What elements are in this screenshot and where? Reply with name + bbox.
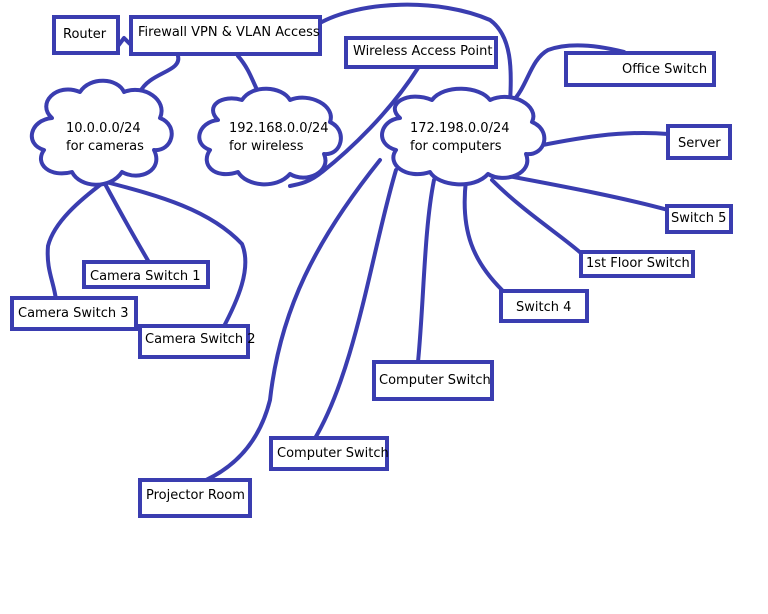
node-camera-switch-2: Camera Switch 2	[138, 324, 256, 359]
link-firewall-computers-cloud	[316, 2, 513, 104]
node-switch4: Switch 4	[499, 289, 589, 323]
link-firewall-cameras-cloud	[138, 54, 181, 94]
link-computer-switch-b	[312, 168, 398, 442]
node-1st-floor-switch: 1st Floor Switch	[579, 250, 695, 278]
link-camera-switch-3	[45, 180, 106, 302]
node-server: Server	[666, 124, 732, 160]
svg-text:Camera Switch 3: Camera Switch 3	[18, 306, 129, 321]
svg-text:1st Floor Switch: 1st Floor Switch	[586, 256, 690, 271]
svg-text:Camera Switch 2: Camera Switch 2	[145, 332, 256, 347]
node-switch5: Switch 5	[665, 204, 733, 234]
cloud-cameras-line2: for cameras	[66, 139, 144, 154]
node-projector-room: Projector Room	[138, 478, 252, 518]
cloud-computers-line1: 172.198.0.0/24	[410, 121, 510, 136]
link-wap-wireless-cloud	[288, 66, 420, 188]
link-camera-switch-2	[104, 180, 248, 332]
link-computer-switch-a	[416, 178, 436, 364]
node-router: Router	[52, 15, 120, 55]
link-1st-floor-switch	[490, 178, 584, 256]
svg-text:Switch 5: Switch 5	[671, 211, 726, 226]
link-switch5	[506, 174, 670, 212]
cloud-cameras: 10.0.0.0/24 for cameras	[29, 78, 174, 187]
svg-text:Wireless Access Point: Wireless Access Point	[353, 44, 492, 59]
node-computer-switch-a: Computer Switch	[372, 360, 494, 401]
node-wireless-access-point: Wireless Access Point	[344, 36, 498, 69]
svg-text:Switch 4: Switch 4	[516, 300, 571, 315]
link-office-switch	[510, 43, 626, 104]
svg-text:Server: Server	[678, 136, 721, 151]
svg-text:Computer Switch: Computer Switch	[379, 373, 491, 388]
link-server	[526, 130, 670, 150]
node-firewall: Firewall VPN & VLAN Access	[129, 15, 322, 56]
svg-text:Camera Switch 1: Camera Switch 1	[90, 269, 201, 284]
cloud-wireless-line2: for wireless	[229, 139, 304, 154]
svg-text:Router: Router	[63, 27, 107, 42]
cloud-wireless-line1: 192.168.0.0/24	[229, 121, 329, 136]
svg-text:Projector Room: Projector Room	[146, 488, 245, 503]
svg-text:Computer Switch: Computer Switch	[277, 446, 389, 461]
node-camera-switch-1: Camera Switch 1	[82, 260, 210, 289]
link-camera-switch-1	[102, 180, 152, 266]
cloud-computers: 172.198.0.0/24 for computers	[380, 86, 547, 187]
node-computer-switch-b: Computer Switch	[269, 436, 389, 471]
cloud-computers-line2: for computers	[410, 139, 502, 154]
cloud-cameras-line1: 10.0.0.0/24	[66, 121, 141, 136]
connections	[45, 2, 670, 482]
svg-text:Firewall VPN & VLAN Access: Firewall VPN & VLAN Access	[138, 25, 320, 40]
link-switch4	[462, 178, 504, 292]
cloud-wireless: 192.168.0.0/24 for wireless	[197, 86, 343, 187]
node-office-switch: Office Switch	[564, 51, 716, 87]
svg-text:Office Switch: Office Switch	[622, 62, 707, 77]
node-camera-switch-3: Camera Switch 3	[10, 296, 138, 331]
link-projector-room	[204, 158, 382, 482]
